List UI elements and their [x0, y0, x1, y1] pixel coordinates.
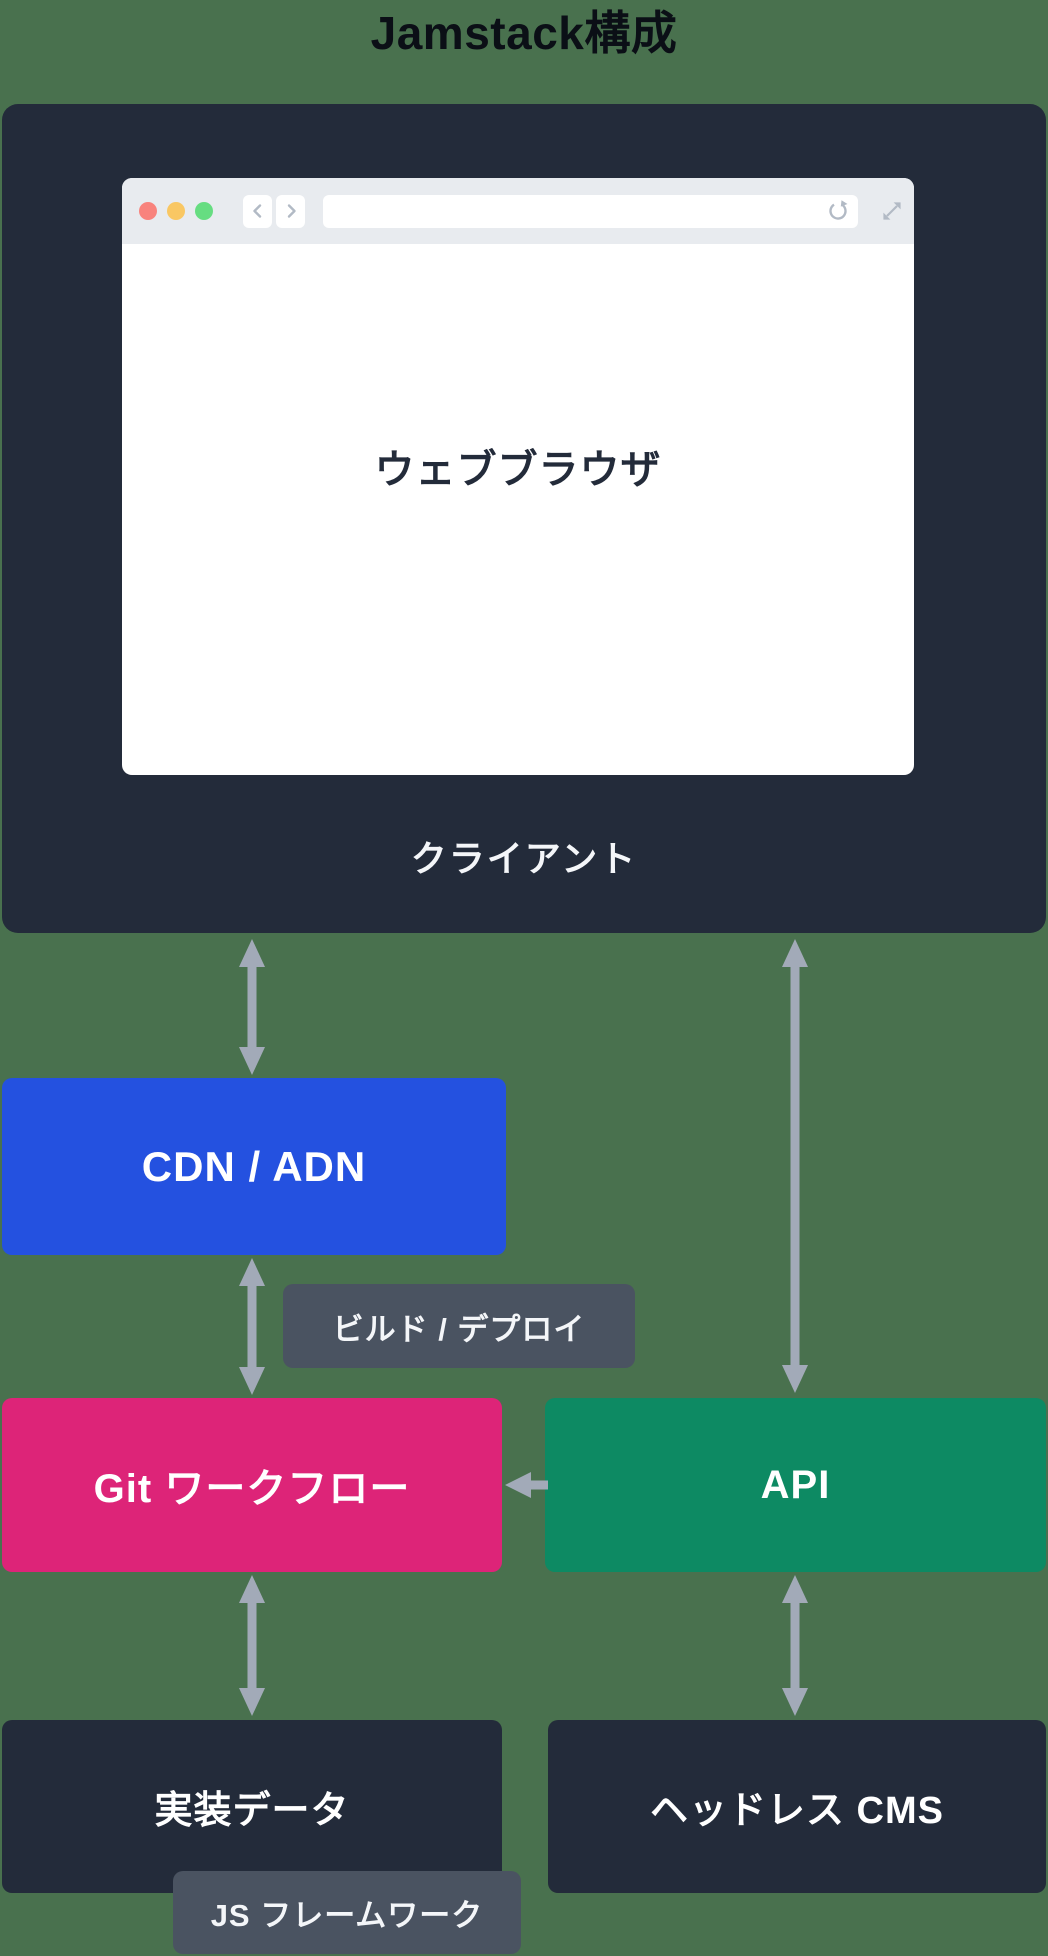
back-button[interactable] [243, 194, 272, 228]
node-headless-cms: ヘッドレス CMS [548, 1720, 1046, 1893]
node-impl-data: 実装データ [2, 1720, 502, 1893]
arrow-api-cms [780, 1574, 810, 1717]
close-icon[interactable] [139, 202, 157, 220]
node-cdn-label: CDN / ADN [141, 1142, 367, 1190]
arrow-git-data [237, 1574, 267, 1717]
arrow-client-cdn [237, 938, 267, 1076]
reload-icon[interactable] [826, 199, 850, 223]
node-git-workflow: Git ワークフロー [2, 1398, 502, 1572]
browser-toolbar [122, 178, 914, 244]
client-panel: ウェブブラウザ クライアント [2, 104, 1046, 933]
badge-js-framework: JS フレームワーク [173, 1871, 521, 1954]
page-title: Jamstack構成 [370, 7, 678, 59]
badge-build-deploy: ビルド / デプロイ [283, 1284, 635, 1368]
node-api-label: API [760, 1462, 831, 1507]
minimize-icon[interactable] [167, 202, 185, 220]
browser-window: ウェブブラウザ [122, 178, 914, 775]
badge-js-framework-label: JS フレームワーク [210, 1898, 484, 1933]
node-impl-data-label: 実装データ [154, 1790, 350, 1832]
badge-build-deploy-label: ビルド / デプロイ [332, 1311, 586, 1347]
node-headless-cms-label: ヘッドレス CMS [649, 1790, 944, 1832]
forward-button[interactable] [276, 194, 305, 228]
back-icon [252, 204, 261, 218]
forward-icon [287, 204, 296, 218]
zoom-icon[interactable] [195, 202, 213, 220]
client-label: クライアント [410, 838, 638, 879]
arrow-api-git [503, 1470, 548, 1500]
browser-page-text: ウェブブラウザ [374, 447, 662, 492]
arrow-cdn-git [237, 1257, 267, 1396]
arrow-client-api [780, 938, 810, 1394]
node-git-label: Git ワークフロー [93, 1467, 411, 1511]
node-api: API [545, 1398, 1046, 1572]
expand-button[interactable] [880, 199, 904, 223]
node-cdn: CDN / ADN [2, 1078, 506, 1255]
expand-icon [883, 202, 901, 220]
url-bar[interactable] [323, 194, 858, 228]
